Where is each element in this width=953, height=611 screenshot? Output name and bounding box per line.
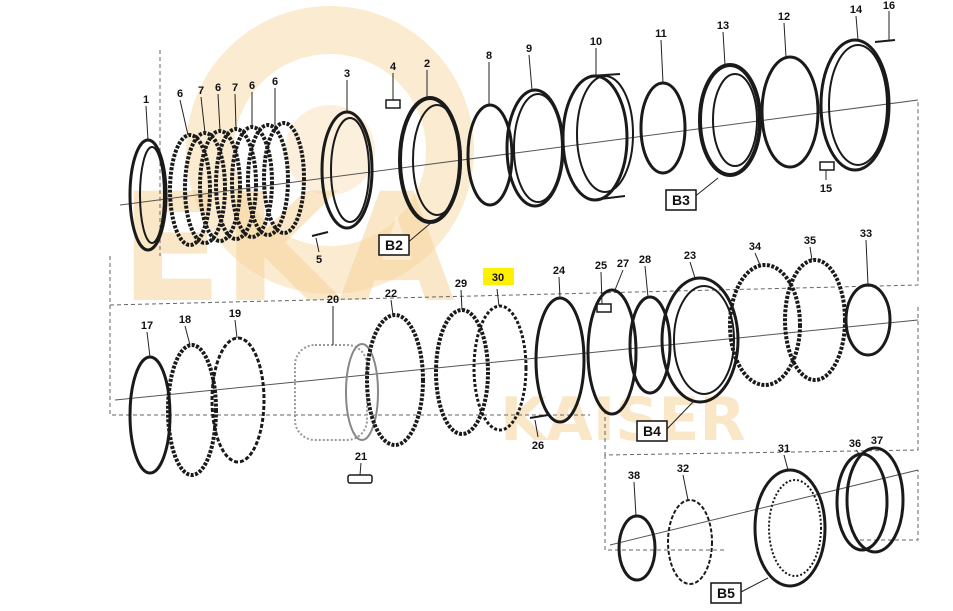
callout-6a: 6 <box>177 88 183 100</box>
callout-25: 25 <box>595 260 607 272</box>
callout-5: 5 <box>316 254 322 266</box>
callout-1: 1 <box>143 94 149 106</box>
callout-36: 36 <box>849 438 861 450</box>
callout-32: 32 <box>677 463 689 475</box>
tag-b3: B3 <box>672 192 690 208</box>
callout-21: 21 <box>355 451 367 463</box>
callout-34: 34 <box>749 241 762 253</box>
callout-26: 26 <box>532 440 544 452</box>
callout-11: 11 <box>655 28 667 40</box>
row2-parts <box>128 258 892 484</box>
callout-4: 4 <box>390 61 397 73</box>
tag-b5: B5 <box>717 585 735 601</box>
callout-12: 12 <box>778 11 790 23</box>
callout-7b: 7 <box>232 82 238 94</box>
callout-14: 14 <box>850 4 863 16</box>
callout-6c: 6 <box>249 80 255 92</box>
callout-29: 29 <box>455 278 467 290</box>
callout-6b: 6 <box>215 82 221 94</box>
tag-b2: B2 <box>385 237 403 253</box>
callout-27: 27 <box>617 258 629 270</box>
callout-6d: 6 <box>272 76 278 88</box>
callout-9: 9 <box>526 43 532 55</box>
callout-2: 2 <box>424 58 430 70</box>
callout-35: 35 <box>804 235 816 247</box>
callout-37: 37 <box>871 435 883 447</box>
callout-7a: 7 <box>198 85 204 97</box>
highlight-box <box>483 268 514 285</box>
callout-13: 13 <box>717 20 729 32</box>
callout-10: 10 <box>590 36 602 48</box>
group-frames <box>109 50 919 551</box>
callout-30: 30 <box>492 272 504 284</box>
callout-22: 22 <box>385 288 397 300</box>
callout-numbers: 1 2 3 4 5 6 6 6 6 7 7 8 9 10 11 12 13 14… <box>141 0 895 482</box>
callout-15: 15 <box>820 183 832 195</box>
tag-b4: B4 <box>643 423 661 439</box>
callout-19: 19 <box>229 308 241 320</box>
callout-23: 23 <box>684 250 696 262</box>
row3-parts <box>617 446 905 588</box>
callout-28: 28 <box>639 254 651 266</box>
callout-8: 8 <box>486 50 492 62</box>
callout-24: 24 <box>553 265 566 277</box>
callout-20: 20 <box>327 294 339 306</box>
callout-38: 38 <box>628 470 640 482</box>
callout-33: 33 <box>860 228 872 240</box>
callout-3: 3 <box>344 68 350 80</box>
callout-16: 16 <box>883 0 895 12</box>
callout-31: 31 <box>778 443 790 455</box>
callout-17: 17 <box>141 320 153 332</box>
leader-lines <box>145 11 890 593</box>
callout-18: 18 <box>179 314 191 326</box>
group-tags: B2 B3 B4 B5 <box>378 189 742 604</box>
